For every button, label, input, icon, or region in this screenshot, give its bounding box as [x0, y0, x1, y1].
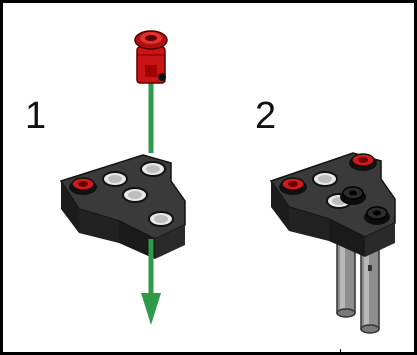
red-pin-installed-icon — [349, 153, 377, 171]
step-2-number: 2 — [255, 95, 277, 137]
black-pin-icon — [340, 186, 366, 205]
grey-axle-icon — [336, 234, 380, 334]
step-1-number: 1 — [25, 95, 47, 137]
down-arrow-icon — [141, 293, 161, 325]
red-pin-installed-icon — [69, 177, 97, 195]
t-beam-with-axles-icon — [269, 152, 396, 257]
frame-tick — [340, 349, 341, 355]
black-pin-icon — [364, 206, 390, 225]
t-beam-icon — [59, 154, 186, 259]
red-friction-pin-icon — [134, 30, 168, 84]
red-pin-installed-icon — [279, 177, 307, 195]
assembly-illustration — [59, 30, 396, 334]
